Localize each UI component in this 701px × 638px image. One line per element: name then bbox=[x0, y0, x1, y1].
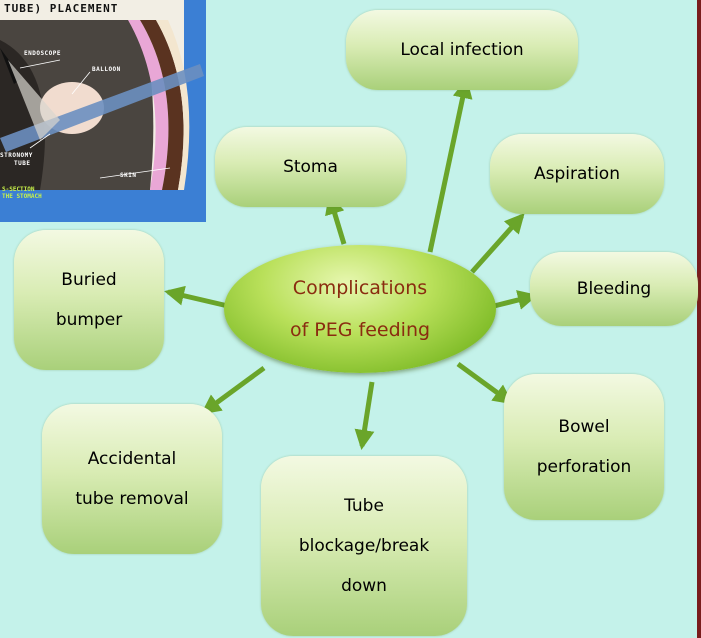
node-buried-bumper-line-2: bumper bbox=[55, 310, 123, 330]
arrow-to-tube-blockage bbox=[354, 381, 375, 450]
node-stoma-line-1: Stoma bbox=[283, 157, 338, 177]
illustration-caption: S-SECTION THE STOMACH bbox=[2, 186, 42, 200]
node-aspiration: Aspiration bbox=[490, 134, 664, 214]
node-accidental-removal: Accidental tube removal bbox=[42, 404, 222, 554]
peg-placement-illustration: TUBE) PLACEMENT ENDOSCOPE BALLOON STRONO… bbox=[0, 0, 206, 222]
gastrostomy-tube-label-2: TUBE bbox=[14, 160, 31, 167]
node-tube-blockage-line-3: down bbox=[341, 576, 387, 596]
balloon-label: BALLOON bbox=[92, 66, 121, 73]
node-tube-blockage-line-1: Tube bbox=[344, 496, 384, 516]
arrow-to-aspiration bbox=[470, 213, 525, 274]
central-topic-line-2: of PEG feeding bbox=[289, 319, 431, 341]
node-buried-bumper: Buried bumper bbox=[14, 230, 164, 370]
right-border bbox=[697, 0, 701, 638]
node-aspiration-line-1: Aspiration bbox=[534, 164, 620, 184]
node-tube-blockage-line-2: blockage/break bbox=[298, 536, 430, 556]
central-topic-line-1: Complications bbox=[292, 277, 428, 299]
arrow-to-bowel-perforation bbox=[456, 361, 514, 405]
node-bleeding-line-1: Bleeding bbox=[576, 279, 652, 299]
central-topic-ellipse: Complications of PEG feeding bbox=[224, 245, 496, 373]
node-local-infection: Local infection bbox=[346, 10, 578, 90]
node-tube-blockage: Tube blockage/break down bbox=[261, 456, 467, 636]
arrow-to-accidental-removal bbox=[200, 365, 266, 415]
caption-line-2: THE STOMACH bbox=[2, 193, 42, 200]
skin-label: SKIN bbox=[120, 172, 137, 179]
node-stoma: Stoma bbox=[215, 127, 406, 207]
endoscope-label: ENDOSCOPE bbox=[24, 50, 62, 57]
caption-line-1: S-SECTION bbox=[2, 186, 35, 193]
node-bowel-perforation: Bowel perforation bbox=[504, 374, 664, 520]
node-bowel-perforation-line-2: perforation bbox=[536, 457, 632, 477]
arrow-to-local-infection bbox=[427, 78, 473, 253]
gastrostomy-tube-label-1: STRONOMY bbox=[0, 152, 33, 159]
stomach-cross-section-image bbox=[0, 0, 206, 222]
node-buried-bumper-line-1: Buried bbox=[61, 270, 117, 290]
arrow-to-buried-bumper bbox=[164, 285, 229, 309]
node-accidental-removal-line-2: tube removal bbox=[75, 489, 189, 509]
node-bleeding: Bleeding bbox=[530, 252, 698, 326]
arrow-to-bleeding bbox=[493, 290, 538, 310]
node-bowel-perforation-line-1: Bowel bbox=[558, 417, 610, 437]
node-local-infection-line-1: Local infection bbox=[400, 40, 524, 60]
node-accidental-removal-line-1: Accidental bbox=[87, 449, 177, 469]
illustration-title: TUBE) PLACEMENT bbox=[4, 2, 119, 15]
